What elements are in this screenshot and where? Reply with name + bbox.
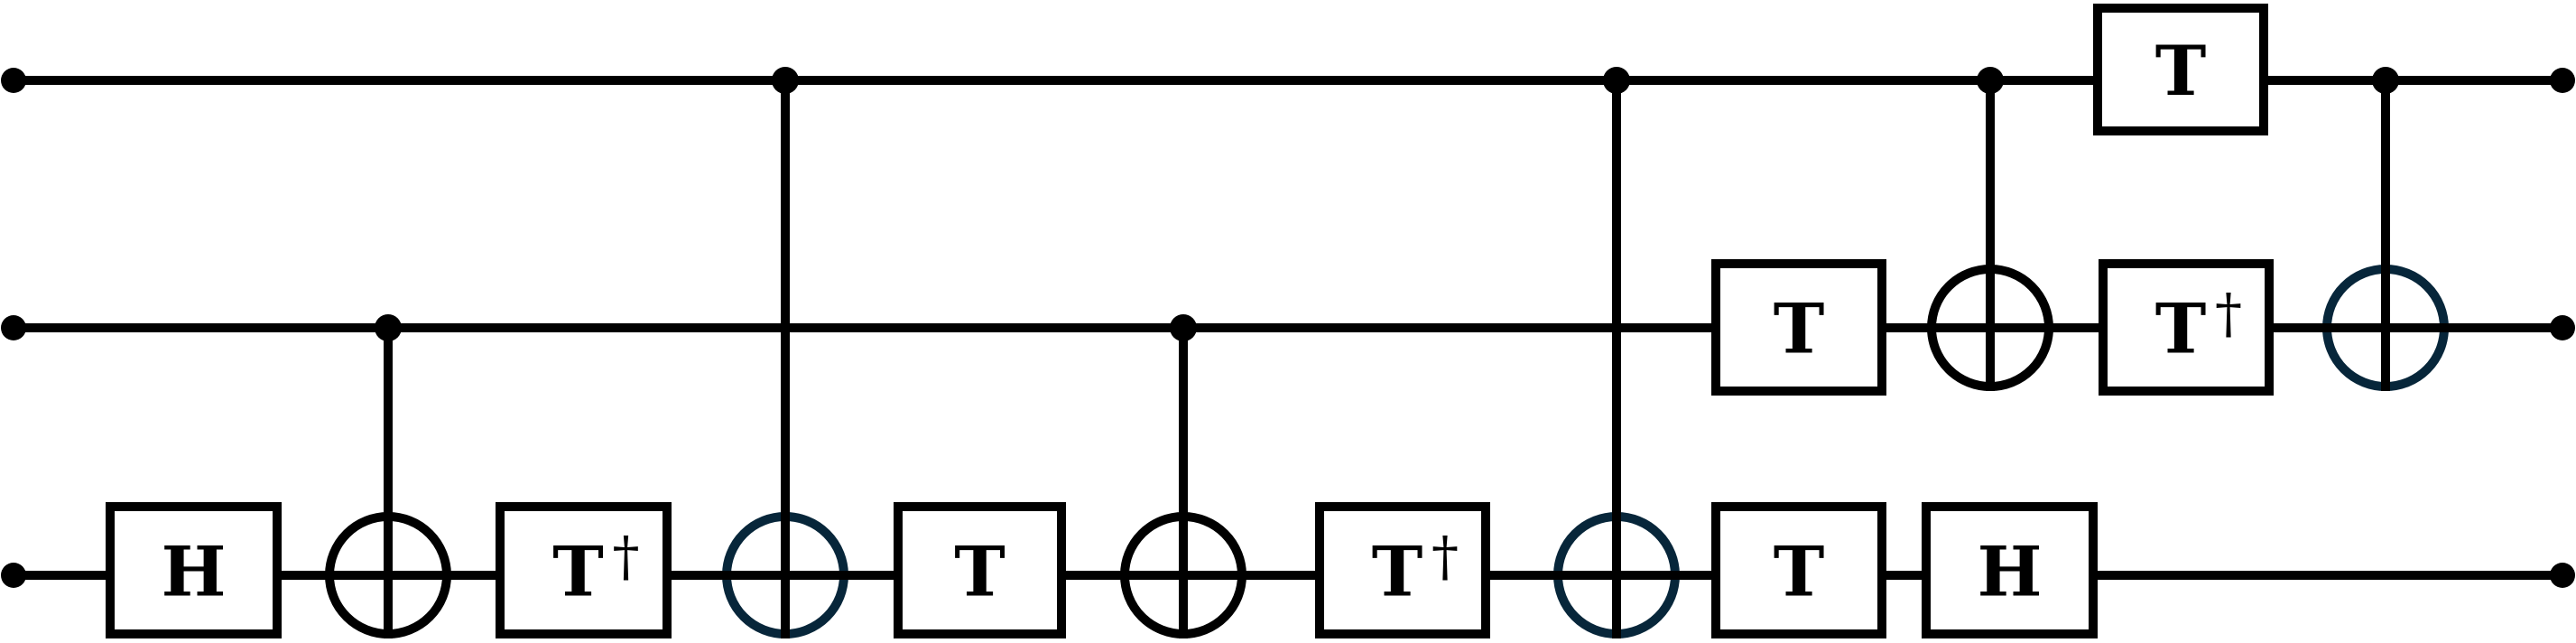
gate-box xyxy=(1315,502,1490,638)
wire-start-dot-icon xyxy=(1,563,26,588)
cnot-control-dot-icon xyxy=(1603,67,1630,94)
gate-label: T xyxy=(1774,289,1825,369)
gate-box xyxy=(1711,502,1886,638)
wire-start-dot-icon xyxy=(1,315,26,340)
cnot-target-icon xyxy=(1927,265,2053,391)
wire-start-dot-icon xyxy=(1,68,26,93)
gate-h: H xyxy=(1922,502,2098,638)
gate-t: T xyxy=(1711,259,1886,396)
control-dots-layer xyxy=(1,67,2575,588)
wire-end-dot-icon xyxy=(2550,68,2575,93)
cnot-control-dot-icon xyxy=(1977,67,2004,94)
cnot-control-dot-icon xyxy=(772,67,799,94)
gate-dagger-superscript: † xyxy=(613,526,640,589)
gate-box xyxy=(894,502,1066,638)
gate-label: H xyxy=(162,532,227,612)
gate-label: T xyxy=(1372,532,1423,612)
cnot-control-dot-icon xyxy=(1170,314,1197,341)
gate-label: T xyxy=(552,532,604,612)
gate-label: T xyxy=(954,532,1005,612)
gate-box xyxy=(2099,259,2274,396)
gate-label: H xyxy=(1978,532,2043,612)
gate-label: T xyxy=(2155,289,2207,369)
gate-dagger-superscript: † xyxy=(1432,526,1459,589)
gate-box xyxy=(1922,502,2098,638)
gate-h: H xyxy=(106,502,282,638)
cnot-target-icon xyxy=(1120,512,1246,638)
gate-box xyxy=(1711,259,1886,396)
cnot-target-icon xyxy=(1553,512,1680,638)
cnot-targets-layer xyxy=(325,265,2449,638)
gate-t-dagger: T† xyxy=(1315,502,1490,638)
gate-dagger-superscript: † xyxy=(2215,283,2242,346)
wire-end-dot-icon xyxy=(2550,315,2575,340)
gate-t: T xyxy=(2093,4,2268,135)
cnot-control-dot-icon xyxy=(2372,67,2399,94)
gate-box xyxy=(106,502,282,638)
gate-label: T xyxy=(2155,31,2207,111)
wire-end-dot-icon xyxy=(2550,563,2575,588)
gate-t-dagger: T† xyxy=(496,502,672,638)
cnot-target-icon xyxy=(325,512,451,638)
cnot-control-dot-icon xyxy=(375,314,402,341)
gate-box xyxy=(496,502,672,638)
gate-t: T xyxy=(894,502,1066,638)
gate-box xyxy=(2093,4,2268,135)
gate-label: T xyxy=(1774,532,1825,612)
gate-t-dagger: T† xyxy=(2099,259,2274,396)
cnot-target-icon xyxy=(2322,265,2449,391)
cnot-target-icon xyxy=(722,512,848,638)
gate-t: T xyxy=(1711,502,1886,638)
